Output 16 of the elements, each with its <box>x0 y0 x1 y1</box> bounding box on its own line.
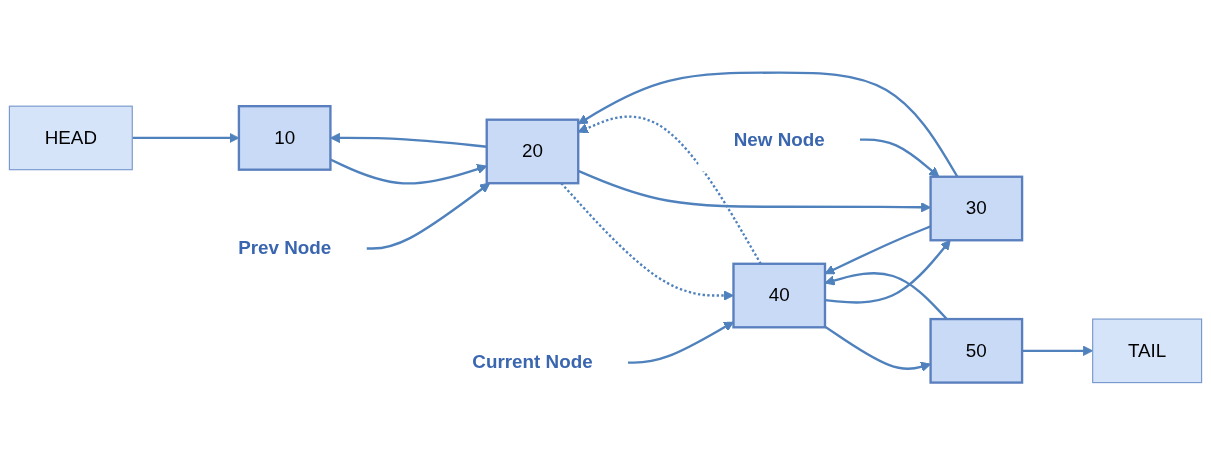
node-box: 40 <box>732 262 827 329</box>
arrow <box>824 225 931 275</box>
node-box: TAIL <box>1092 318 1203 384</box>
node-box: 50 <box>929 317 1024 384</box>
node-text: Current Node <box>472 352 593 372</box>
arrow <box>824 272 948 320</box>
node-box: 30 <box>929 175 1024 242</box>
arrow <box>627 321 734 364</box>
node-box: 10 <box>237 105 332 171</box>
node-box: 20 <box>485 118 580 185</box>
node-text: New Node <box>733 129 825 150</box>
arrow <box>577 71 959 178</box>
arrow <box>366 182 491 250</box>
arrow <box>860 138 940 178</box>
node-text: Prev Node <box>238 237 332 258</box>
node-box: HEAD <box>8 105 133 171</box>
